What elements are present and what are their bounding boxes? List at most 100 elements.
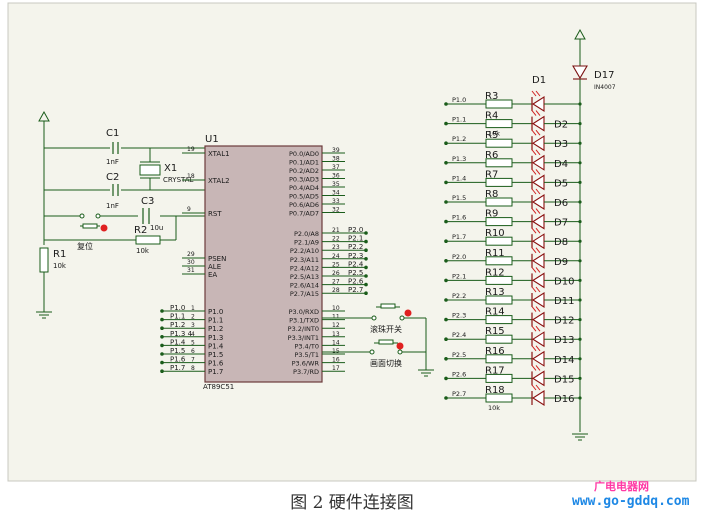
screen-switch	[369, 339, 403, 355]
reset-button-indicator[interactable]	[100, 224, 108, 232]
mcu-pin-name: P2.1/A9	[294, 239, 319, 247]
mcu-pin-number: 26	[332, 270, 340, 277]
led-net-junction	[444, 278, 448, 283]
led-net-label: P1.0	[452, 96, 466, 104]
led-ref: D12	[554, 316, 574, 327]
led-net-label: P1.7	[452, 233, 466, 241]
led-emission-arrow	[531, 208, 537, 214]
led-ref: D13	[554, 335, 574, 346]
mcu-pin-name: P1.0	[208, 308, 223, 316]
led-column-junction	[578, 357, 582, 361]
led-emission-arrow	[531, 149, 537, 156]
led-net-junction	[444, 337, 448, 342]
p1-net-label: P1.5	[170, 347, 185, 355]
mcu-pin-name: XTAL2	[208, 177, 230, 185]
led-resistor-ref: R6	[485, 150, 498, 161]
led-net-label: P2.7	[452, 390, 466, 398]
led-resistor-ref: R14	[485, 307, 505, 318]
p1-net-label: P1.2	[170, 321, 185, 329]
p2-junction	[364, 282, 368, 287]
led-emission-arrow	[531, 345, 537, 352]
led-net-junction	[444, 376, 448, 381]
mcu-pin-number: 4	[191, 331, 195, 338]
screen-switch-label: 画面切换	[370, 358, 402, 368]
led-column-junction	[578, 298, 582, 302]
r2-value: 10k	[136, 247, 150, 255]
led-emission-arrow	[535, 325, 541, 332]
p2-junction	[364, 291, 368, 296]
mcu-pin-number: 3	[191, 322, 195, 329]
led-resistor-ref: R7	[485, 169, 498, 180]
p1-junction	[160, 335, 164, 339]
mcu-pin-name: XTAL1	[208, 150, 230, 158]
mcu-pin-name: ALE	[208, 263, 221, 271]
mcu-pin-name: RST	[208, 210, 222, 218]
led-column-junction	[578, 259, 582, 263]
p1-net-label: P1.1	[170, 313, 185, 321]
p2-net-label: P2.2	[348, 243, 363, 251]
mcu-pin-number: 28	[332, 287, 340, 294]
mcu-pin-number: 25	[332, 261, 340, 268]
led-net-label: P2.6	[452, 370, 466, 378]
resistor-r2	[135, 235, 161, 245]
mcu-pin-name: P2.0/A8	[294, 230, 319, 238]
led-resistor-ref: R9	[485, 209, 498, 220]
capacitor-c3	[142, 208, 150, 224]
led-net-junction	[444, 396, 448, 400]
mcu-pin-name: P3.4/T0	[294, 342, 319, 350]
led-ref: D16	[554, 394, 574, 405]
mcu-pin-number: 39	[332, 147, 340, 154]
mcu-pin-number: 5	[191, 339, 195, 346]
mcu-pin-number: 32	[332, 207, 340, 214]
mcu-pin-number: 31	[187, 267, 195, 274]
led-emission-arrow	[535, 110, 541, 116]
led-emission-arrow	[535, 247, 541, 254]
led-net-label: P1.4	[452, 174, 466, 182]
p2-net-label: P2.3	[348, 252, 363, 260]
p2-junction	[364, 274, 368, 278]
screen-switch-indicator[interactable]	[396, 342, 404, 350]
led-resistor-ref: R12	[485, 267, 505, 278]
led-net-junction	[444, 180, 448, 185]
c3-ref: C3	[141, 196, 154, 207]
p2-junction	[364, 248, 368, 252]
led-emission-arrow	[531, 286, 537, 293]
led-column-junction	[578, 122, 582, 126]
reset-button-label: 复位	[77, 241, 93, 251]
c2-value: 1nF	[106, 202, 119, 210]
mcu-pin-name: P3.6/WR	[292, 360, 320, 368]
led-ref: D15	[554, 374, 574, 385]
led-net-label: P2.1	[452, 272, 466, 280]
led-resistor-ref: R5	[485, 130, 498, 141]
mcu-pin-number: 24	[332, 253, 340, 260]
led-emission-arrow	[535, 169, 541, 175]
mcu-pin-name: P3.3/INT1	[288, 334, 319, 342]
led-emission-arrow	[535, 365, 541, 371]
p2-net-label: P2.1	[348, 235, 363, 243]
mcu-pin-name: P1.4	[208, 342, 224, 350]
r1-value: 10k	[53, 262, 67, 270]
led-emission-arrow	[531, 325, 537, 332]
led-ref: D10	[554, 276, 574, 287]
c2-ref: C2	[106, 172, 119, 183]
led-column-junction	[578, 200, 582, 204]
ground-symbol-buttons	[418, 369, 434, 377]
mcu-pin-number: 11	[332, 314, 340, 321]
led-resistor-ref: R13	[485, 287, 505, 298]
mcu-u1-body	[204, 145, 323, 383]
watermark-brand: 广电电器网	[594, 480, 649, 493]
mcu-pin-number: 13	[332, 331, 340, 338]
p1-net-label: P1.3 4	[170, 330, 193, 338]
p1-net-label: P1.6	[170, 356, 186, 364]
mcu-pin-number: 27	[332, 279, 340, 286]
led-emission-arrow	[535, 149, 541, 156]
led-ref: D9	[554, 257, 568, 268]
scroll-switch-indicator[interactable]	[404, 309, 412, 317]
led-net-junction	[444, 161, 448, 165]
led-net-label: P1.3	[452, 155, 466, 163]
p1-junction	[160, 369, 164, 374]
mcu-pin-number: 22	[332, 236, 340, 243]
led-column-junction	[578, 278, 582, 282]
